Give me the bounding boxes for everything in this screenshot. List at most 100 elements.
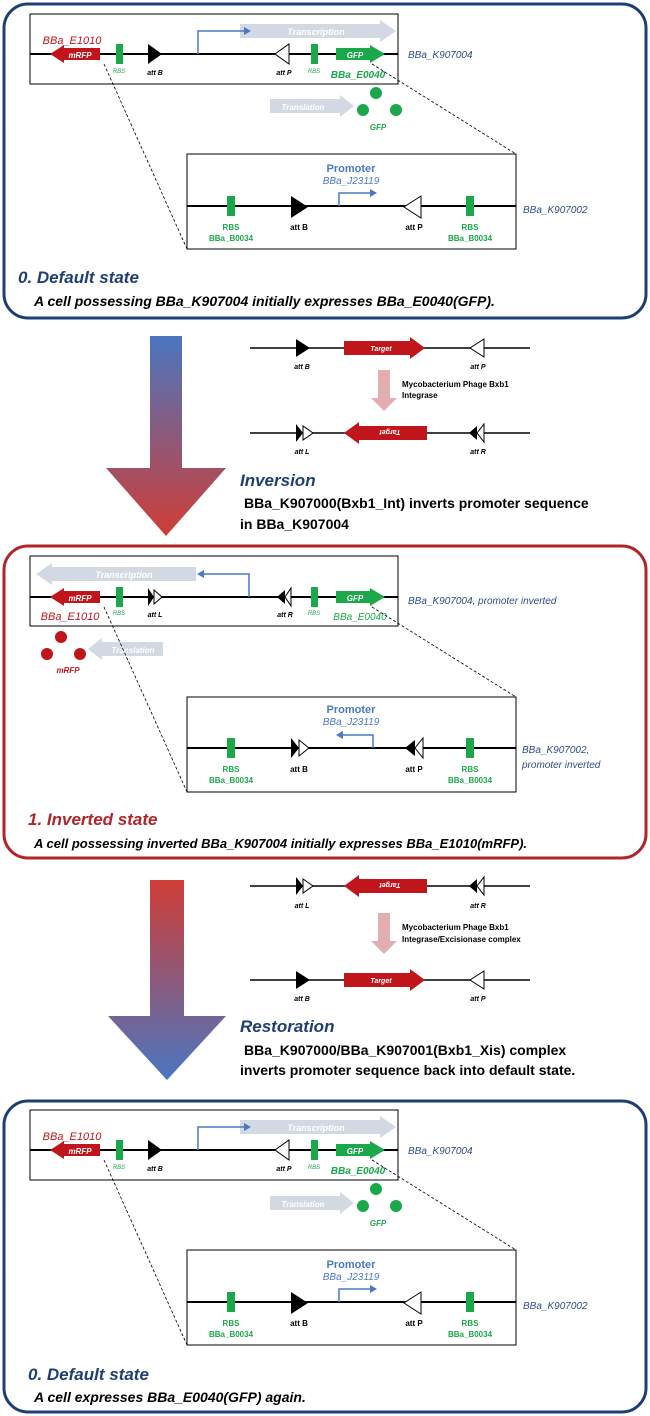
- target-arrow: [344, 337, 425, 359]
- att-r-label: att R: [470, 449, 486, 456]
- k907002-inverted-label-2: promoter inverted: [521, 760, 601, 771]
- j23119-label: BBa_J23119: [323, 176, 380, 187]
- att-b-label: att B: [147, 70, 163, 77]
- att-l-label: att L: [295, 903, 310, 910]
- gfp-protein-dot: [390, 1200, 402, 1212]
- rbs-label-2: RBS: [308, 69, 320, 75]
- e0040-label: BBa_E0040: [331, 70, 386, 81]
- state-description: A cell possessing BBa_K907004 initially …: [33, 293, 495, 309]
- enzyme-label-2: Integrase: [402, 391, 438, 400]
- mrfp-gene-label: mRFP: [68, 594, 92, 603]
- gfp-gene-label: GFP: [347, 1147, 364, 1156]
- inversion-description-1: BBa_K907000(Bxb1_Int) inverts promoter s…: [244, 495, 589, 511]
- promoter-title: Promoter: [327, 704, 377, 716]
- att-p-site: [274, 43, 290, 65]
- restoration-description-2: inverts promoter sequence back into defa…: [240, 1062, 575, 1078]
- rbs-label-right: RBS: [462, 765, 480, 774]
- att-p-label-inset: att P: [405, 1319, 423, 1328]
- target-label: Target: [370, 346, 392, 353]
- mrfp-protein-dot: [74, 648, 86, 660]
- rbs-label-2: RBS: [308, 611, 320, 617]
- rbs-label-right: RBS: [462, 223, 480, 232]
- b0034-label-left: BBa_B0034: [209, 1330, 254, 1339]
- att-b-label-inset: att B: [290, 1319, 308, 1328]
- k907002-inverted-label-1: BBa_K907002,: [522, 745, 589, 756]
- gfp-protein-label: GFP: [370, 1219, 387, 1228]
- e1010-label: BBa_E1010: [43, 1131, 103, 1143]
- rbs-block-2: [311, 1140, 318, 1160]
- state-description: A cell possessing inverted BBa_K907004 i…: [33, 836, 527, 851]
- att-p-label: att P: [276, 1166, 292, 1173]
- att-p-site-inset: [403, 1291, 422, 1315]
- att-b-site: [296, 339, 310, 357]
- promoter-inset: Promoter BBa_J23119 RBS BBa_B0034 att B …: [186, 153, 517, 250]
- rbs-label: RBS: [113, 611, 125, 617]
- gfp-gene-label: GFP: [347, 51, 364, 60]
- att-p-label-inset: att P: [405, 223, 423, 232]
- att-p-label-inset: att P: [405, 765, 423, 774]
- att-b-site: [148, 1140, 162, 1160]
- inversion-title: Inversion: [240, 471, 316, 490]
- transcription-arrow: [240, 20, 396, 42]
- enzyme-label-2: Integrase/Excisionase complex: [402, 935, 521, 944]
- state-description: A cell expresses BBa_E0040(GFP) again.: [33, 1389, 306, 1405]
- transcription-label: Transcription: [287, 27, 345, 37]
- gfp-gene-arrow: [336, 588, 385, 606]
- target-arrow: [344, 969, 425, 991]
- j23119-label: BBa_J23119: [323, 1272, 380, 1283]
- inverted-state-panel: Transcription mRFP BBa_E1010 RBS att L a…: [2, 544, 648, 860]
- att-b-label-inset: att B: [290, 765, 308, 774]
- enzyme-label-1: Mycobacterium Phage Bxb1: [402, 380, 509, 389]
- k907004-label: BBa_K907004: [408, 1146, 473, 1157]
- att-p-site: [274, 1139, 290, 1161]
- translation-arrow: [270, 95, 354, 117]
- att-l-label: att L: [148, 612, 163, 619]
- rbs-block-right: [466, 196, 474, 216]
- target-label: Target: [370, 978, 392, 985]
- transcription-label: Transcription: [287, 1123, 345, 1133]
- restoration-title: Restoration: [240, 1017, 334, 1036]
- rbs-label-left: RBS: [223, 223, 241, 232]
- att-b-site-inset: [291, 738, 299, 758]
- att-l-label: att L: [295, 449, 310, 456]
- att-l-site: [296, 877, 303, 895]
- b0034-label-left: BBa_B0034: [209, 776, 254, 785]
- transcription-label: Transcription: [95, 570, 153, 580]
- promoter-arrow: [197, 30, 244, 54]
- rbs-label: RBS: [113, 1165, 125, 1171]
- promoter-title: Promoter: [327, 1259, 377, 1271]
- gfp-protein-dot: [370, 87, 382, 99]
- rbs-block-2: [311, 44, 318, 64]
- j23119-label: BBa_J23119: [323, 717, 380, 728]
- att-p-label: att P: [470, 364, 486, 371]
- up-gradient-arrow: [108, 880, 226, 1080]
- att-b-label-inset: att B: [290, 223, 308, 232]
- inversion-description-2: in BBa_K907004: [240, 516, 349, 532]
- gfp-protein-dot: [370, 1183, 382, 1195]
- att-p-label: att P: [276, 70, 292, 77]
- att-b-site-inset: [291, 1292, 308, 1314]
- k907002-label: BBa_K907002: [523, 205, 588, 216]
- att-p-site: [469, 338, 485, 358]
- b0034-label-left: BBa_B0034: [209, 234, 254, 243]
- state-title: 0. Default state: [28, 1365, 149, 1384]
- target-inverted-arrow: [344, 422, 427, 444]
- rbs-block-right: [466, 1292, 474, 1312]
- transcription-arrow: [240, 1116, 396, 1138]
- mrfp-gene-arrow: [50, 45, 100, 63]
- state-title: 1. Inverted state: [28, 810, 157, 829]
- att-r-site: [284, 586, 292, 608]
- enzyme-label-1: Mycobacterium Phage Bxb1: [402, 923, 509, 932]
- e0040-label: BBa_E0040: [331, 1166, 386, 1177]
- att-b-site: [148, 44, 162, 64]
- att-p-site: [469, 970, 485, 990]
- rbs-block: [116, 44, 123, 64]
- rbs-label-right: RBS: [462, 1319, 480, 1328]
- mrfp-gene-arrow: [50, 588, 100, 606]
- gfp-protein-dot: [357, 1200, 369, 1212]
- att-r-site: [476, 422, 485, 444]
- att-p-site-inset: [414, 736, 424, 760]
- enzyme-arrow: [371, 370, 397, 411]
- att-r-label: att R: [470, 903, 486, 910]
- att-b-label: att B: [294, 996, 310, 1003]
